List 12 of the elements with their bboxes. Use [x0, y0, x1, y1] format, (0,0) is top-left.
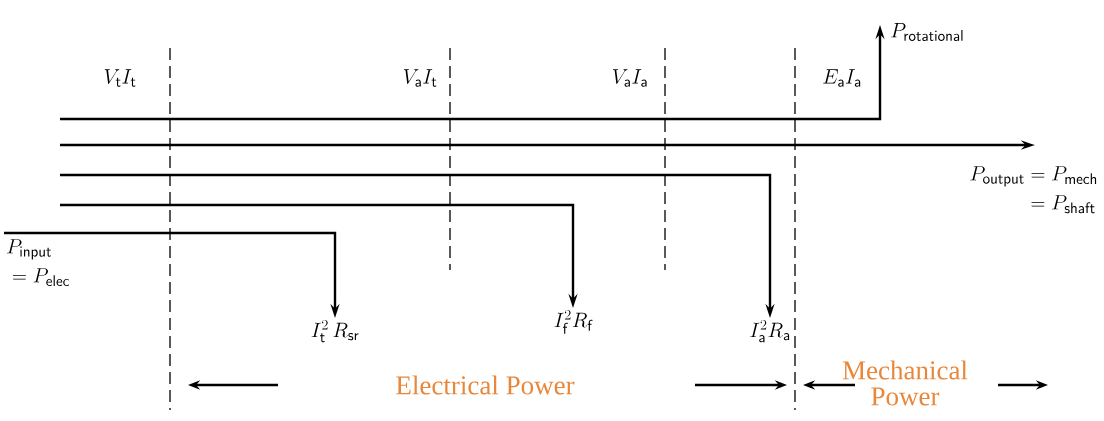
section-label: Electrical Power [396, 375, 575, 395]
quantity-label: $E_{\mathsf{a}}I_{\mathsf{a}}$ [823, 69, 861, 87]
quantity-label: $V_{\mathsf{t}}I_{\mathsf{t}}$ [104, 69, 136, 87]
loss-label: $P_{\mathsf{rotational}}$ [891, 23, 963, 41]
loss-label: $I_{\mathsf{t}}^{2}\, R_{\mathsf{sr}}$ [311, 319, 359, 343]
input-power-label: $\begin{aligned} &P_{\mathsf{input}} \\ &= P_{\mathsf{elec}} \end{aligned}$ [7, 239, 69, 287]
quantity-label: $V_{\mathsf{a}}I_{\mathsf{a}}$ [613, 69, 647, 87]
quantity-label: $V_{\mathsf{a}}I_{\mathsf{t}}$ [403, 69, 437, 87]
output-power-label: $\begin{aligned} P_{\mathsf{output}} &= P_{\mathsf{mech}} \\ &= P_{\mathsf{shaft}} \end{aligned}$ [970, 166, 1097, 214]
loss-label: $I_{\mathsf{a}}^{2}R_{\mathsf{a}}$ [750, 319, 790, 343]
loss-label: $I_{\mathsf{f}}^{2}R_{\mathsf{f}}$ [554, 309, 593, 334]
section-label: Mechanical Power [842, 360, 968, 406]
